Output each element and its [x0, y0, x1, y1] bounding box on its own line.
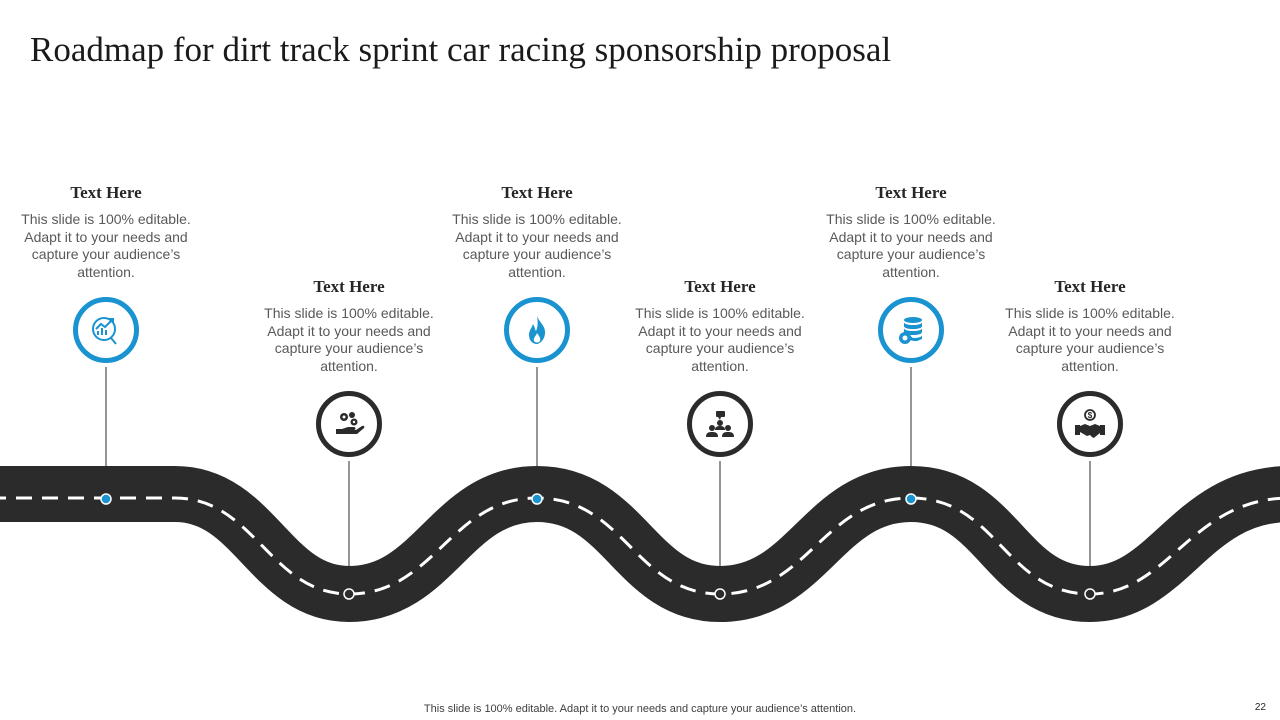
- road-surface: [0, 466, 1280, 622]
- growth-chart-icon: [73, 297, 139, 363]
- milestone-description: This slide is 100% editable. Adapt it to…: [21, 211, 191, 280]
- milestone-description: This slide is 100% editable. Adapt it to…: [1005, 305, 1175, 374]
- road-marker: [714, 588, 726, 600]
- milestone-2: Text Here This slide is 100% editable. A…: [259, 277, 439, 375]
- milestone-heading: Text Here: [501, 183, 573, 202]
- slide-title: Roadmap for dirt track sprint car racing…: [30, 30, 892, 69]
- road-marker: [905, 493, 917, 505]
- hand-gears-icon: [316, 391, 382, 457]
- milestone-description: This slide is 100% editable. Adapt it to…: [264, 305, 434, 374]
- milestone-heading: Text Here: [875, 183, 947, 202]
- handshake-dollar-icon: $: [1057, 391, 1123, 457]
- milestone-4: Text Here This slide is 100% editable. A…: [630, 277, 810, 375]
- road-marker: [531, 493, 543, 505]
- road-marker: [100, 493, 112, 505]
- milestone-heading: Text Here: [1054, 277, 1126, 296]
- milestone-heading: Text Here: [684, 277, 756, 296]
- team-chat-icon: [687, 391, 753, 457]
- milestone-description: This slide is 100% editable. Adapt it to…: [826, 211, 996, 280]
- milestone-6: Text Here This slide is 100% editable. A…: [1000, 277, 1180, 375]
- milestone-5: Text Here This slide is 100% editable. A…: [821, 183, 1001, 281]
- milestone-description: This slide is 100% editable. Adapt it to…: [452, 211, 622, 280]
- database-gear-icon: [878, 297, 944, 363]
- milestone-3: Text Here This slide is 100% editable. A…: [447, 183, 627, 281]
- milestone-description: This slide is 100% editable. Adapt it to…: [635, 305, 805, 374]
- flame-icon: [504, 297, 570, 363]
- svg-text:$: $: [1088, 411, 1093, 420]
- milestone-heading: Text Here: [313, 277, 385, 296]
- footer-note: This slide is 100% editable. Adapt it to…: [423, 703, 857, 715]
- road-marker: [1084, 588, 1096, 600]
- milestone-1: Text Here This slide is 100% editable. A…: [16, 183, 196, 281]
- milestone-heading: Text Here: [70, 183, 142, 202]
- page-number: 22: [1254, 702, 1266, 713]
- road-marker: [343, 588, 355, 600]
